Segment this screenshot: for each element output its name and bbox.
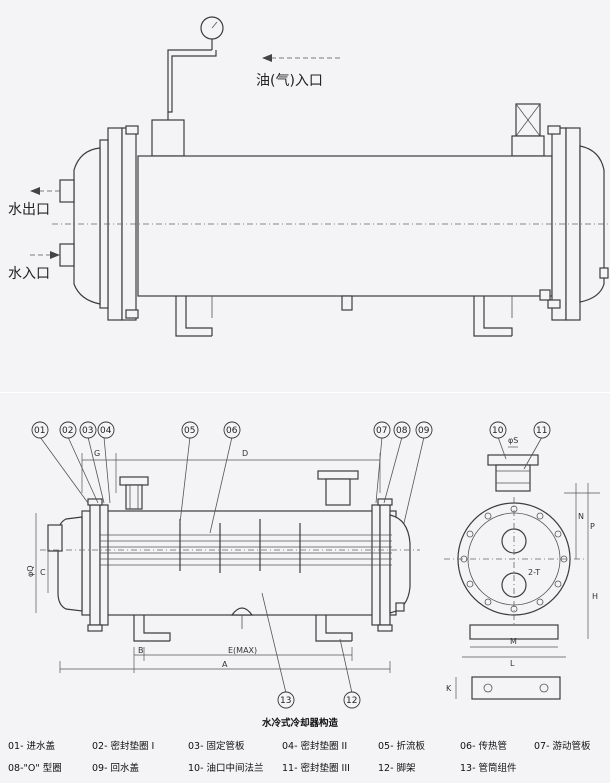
legend-item: 12- 脚架 [378, 763, 416, 774]
callout-11: 11 [533, 421, 551, 439]
svg-text:10: 10 [492, 426, 504, 436]
water-inlet-label: 水入口 [8, 266, 50, 282]
dim-k: K [446, 684, 452, 693]
dim-c: C [40, 568, 46, 577]
svg-text:05: 05 [184, 426, 195, 436]
callout-04: 04 [97, 421, 115, 439]
dim-n: N [578, 512, 584, 521]
svg-text:06: 06 [226, 426, 238, 436]
svg-text:07: 07 [376, 426, 387, 436]
dim-h: H [592, 592, 598, 601]
svg-text:01: 01 [34, 426, 45, 436]
svg-text:02: 02 [62, 426, 73, 436]
legend-item: 11- 密封垫圈 III [282, 762, 350, 774]
svg-text:11: 11 [536, 426, 547, 436]
dim-s: φS [508, 436, 518, 445]
legend-item: 04- 密封垫圈 II [282, 740, 347, 752]
callout-10: 10 [489, 421, 507, 439]
callout-01: 01 [31, 421, 49, 439]
callout-08: 08 [393, 421, 411, 439]
water-outlet-label: 水出口 [8, 202, 50, 218]
svg-text:09: 09 [418, 426, 430, 436]
svg-text:03: 03 [82, 426, 93, 436]
dim-d: D [242, 449, 248, 458]
svg-text:04: 04 [100, 426, 112, 436]
exterior-view-panel: 油(气)入口 水出口 水入口 [0, 0, 610, 392]
oil-inlet-label: 油(气)入口 [256, 73, 323, 89]
oil-inlet-arrow-icon [262, 54, 272, 62]
dim-t: 2-T [528, 568, 540, 577]
legend-item: 06- 传热管 [460, 740, 507, 752]
callout-09: 09 [415, 421, 433, 439]
dim-g: G [94, 449, 100, 458]
water-outlet-arrow-icon [30, 187, 40, 195]
svg-text:08: 08 [396, 426, 408, 436]
callout-13: 13 [277, 691, 295, 709]
water-inlet-arrow-icon [50, 251, 60, 259]
parts-legend: 01- 进水盖 02- 密封垫圈 I 03- 固定管板 04- 密封垫圈 II … [8, 740, 591, 774]
legend-item: 08-"O" 型圈 [8, 763, 62, 774]
legend-item: 07- 游动管板 [534, 740, 591, 752]
dim-a: A [222, 660, 228, 669]
legend-item: 03- 固定管板 [188, 740, 245, 752]
svg-text:13: 13 [280, 696, 291, 706]
dim-emax: E(MAX) [228, 646, 257, 655]
callout-06: 06 [223, 421, 241, 439]
dim-b: B [138, 646, 144, 655]
dim-q: φQ [26, 565, 35, 577]
legend-item: 05- 折流板 [378, 740, 426, 752]
callout-05: 05 [181, 421, 199, 439]
svg-text:12: 12 [346, 696, 357, 706]
callout-02: 02 [59, 421, 77, 439]
construction-view-panel: G D [0, 393, 610, 783]
callout-12: 12 [343, 691, 361, 709]
legend-item: 01- 进水盖 [8, 740, 56, 752]
legend-item: 13- 管筒组件 [460, 762, 517, 774]
legend-item: 09- 回水盖 [92, 762, 140, 774]
dim-l: L [510, 659, 515, 668]
construction-title: 水冷式冷却器构造 [262, 717, 339, 729]
exterior-view-drawing: 油(气)入口 水出口 水入口 [8, 16, 610, 337]
callout-03: 03 [79, 421, 97, 439]
legend-item: 02- 密封垫圈 I [92, 740, 154, 752]
legend-item: 10- 油口中间法兰 [188, 762, 264, 774]
construction-drawing: G D [8, 421, 600, 774]
dim-m: M [510, 637, 517, 646]
dim-p: P [590, 522, 595, 531]
callout-07: 07 [373, 421, 391, 439]
